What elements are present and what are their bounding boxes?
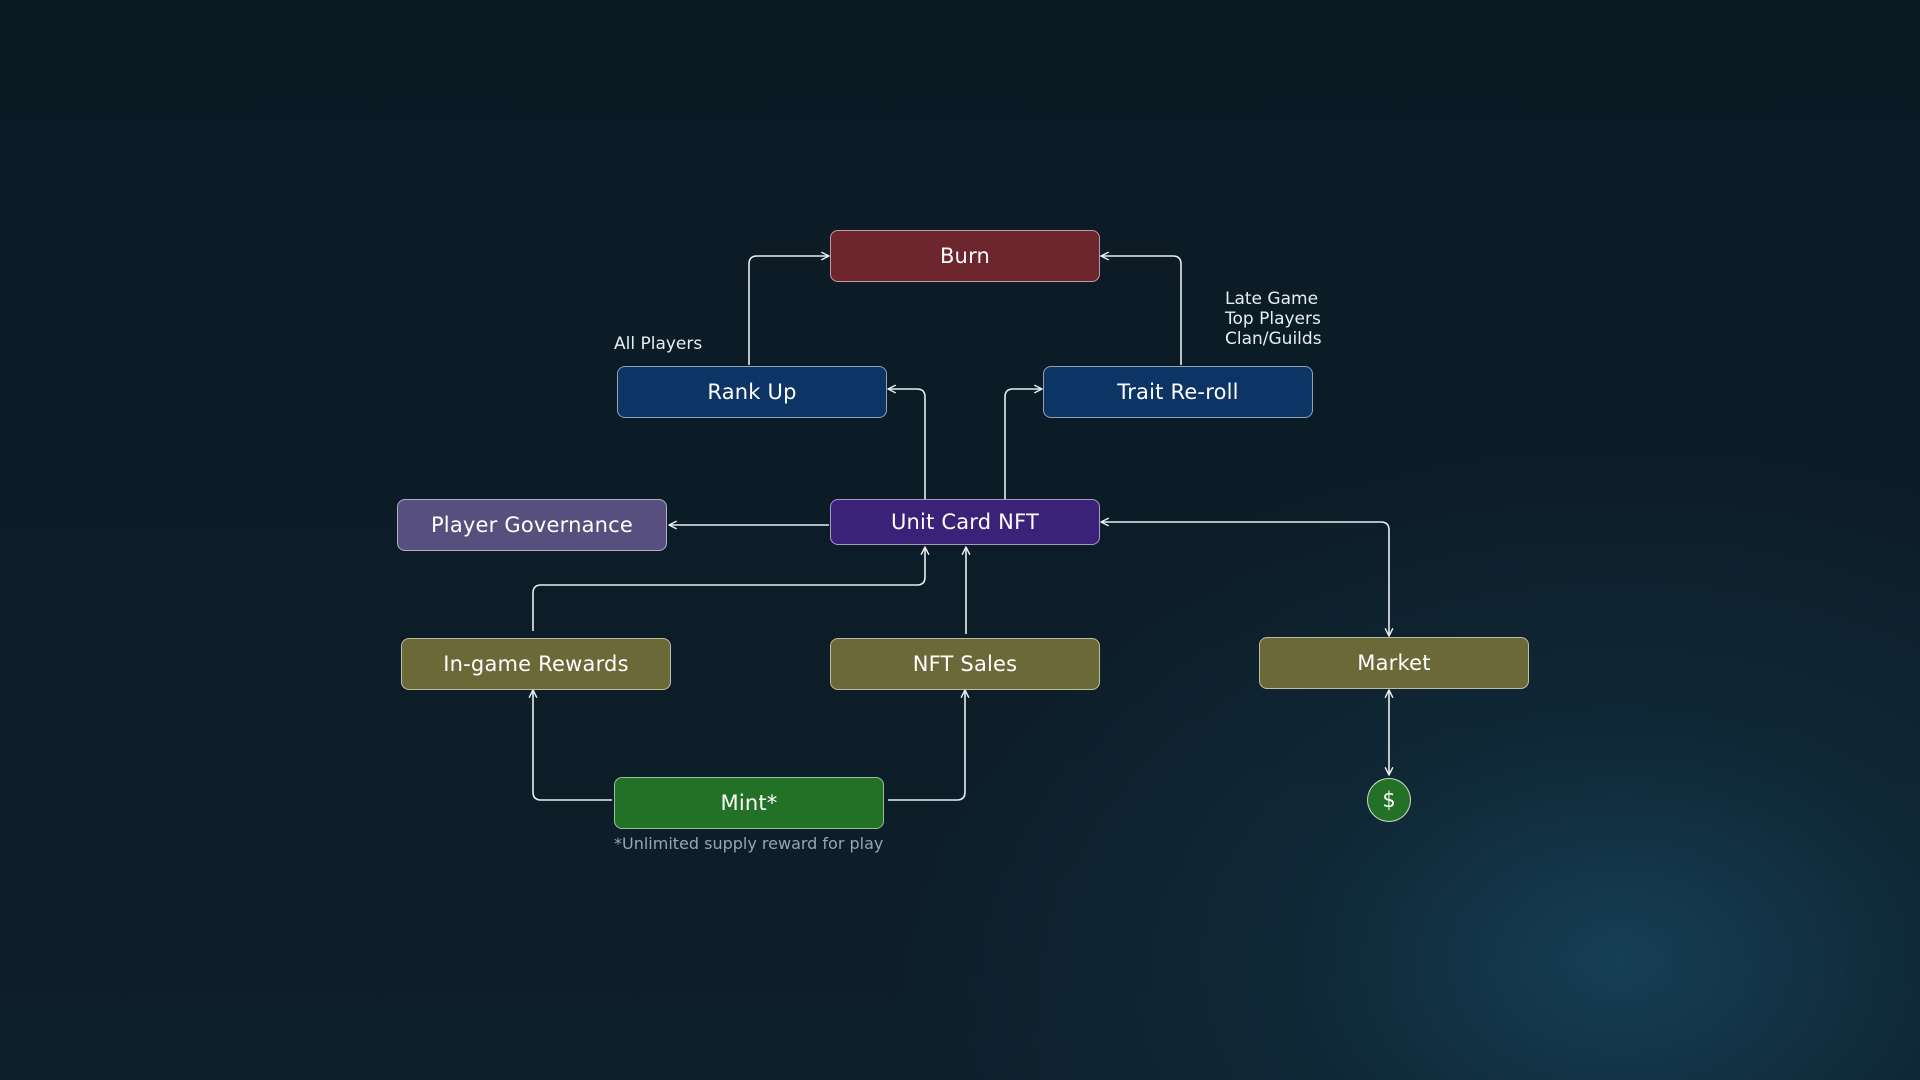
late-game-label: Late Game Top Players Clan/Guilds [1225, 289, 1322, 349]
burn-node[interactable]: Burn [830, 230, 1100, 282]
market-node[interactable]: Market [1259, 637, 1529, 689]
edge-unitcard-to-traitreroll [1004, 384, 1043, 499]
player-governance-node[interactable]: Player Governance [397, 499, 667, 551]
edge-ingamerewards-to-unitcard [532, 546, 930, 631]
ingame-rewards-node[interactable]: In-game Rewards [401, 638, 671, 690]
edge-rankup-to-burn [748, 251, 830, 365]
rank-up-node[interactable]: Rank Up [617, 366, 887, 418]
edge-traitreroll-to-burn [1100, 251, 1182, 365]
edge-mint-to-nftsales [888, 689, 970, 801]
edge-unitcard-market [1100, 517, 1394, 637]
nft-sales-node[interactable]: NFT Sales [830, 638, 1100, 690]
edge-mint-to-ingamerewards [528, 689, 612, 801]
clan-guilds-line: Clan/Guilds [1225, 329, 1322, 349]
currency-icon: $ [1367, 778, 1411, 822]
mint-footnote: *Unlimited supply reward for play [614, 834, 884, 853]
trait-reroll-node[interactable]: Trait Re-roll [1043, 366, 1313, 418]
mint-node[interactable]: Mint* [614, 777, 884, 829]
late-game-line: Late Game [1225, 289, 1319, 309]
top-players-line: Top Players [1225, 309, 1321, 329]
unit-card-nft-node[interactable]: Unit Card NFT [830, 499, 1100, 545]
all-players-label: All Players [614, 334, 703, 354]
edge-unitcard-to-rankup [887, 384, 926, 499]
